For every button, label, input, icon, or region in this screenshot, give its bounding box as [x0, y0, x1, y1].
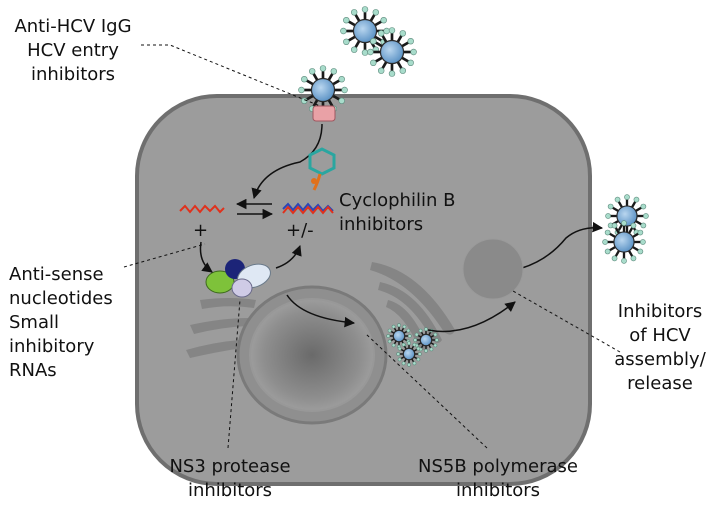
nucleus	[236, 285, 388, 425]
label-cyclophilin-inhibitors: Cyclophilin B inhibitors	[339, 190, 456, 235]
cyclophilin-b-icon	[308, 147, 336, 191]
entry-receptor	[312, 105, 336, 122]
leader-lines	[123, 44, 621, 449]
released-virion-2	[602, 220, 646, 264]
assembly-arrow	[427, 301, 516, 333]
plus-strand-mark: +	[193, 220, 209, 241]
replication-arrow	[275, 245, 302, 269]
label-antisense: Anti-sense nucleotides Small inhibitory …	[9, 264, 113, 381]
release-arrow	[521, 221, 604, 269]
label-ns3-inhibitors: NS3 protease inhibitors	[169, 456, 291, 501]
plus-minus-strand-mark: +/-	[286, 220, 314, 241]
released-virion-1	[605, 194, 649, 238]
to-er-arrow	[286, 294, 356, 328]
nascent-virion-2	[413, 327, 439, 353]
host-cell	[135, 94, 592, 486]
label-assembly-inhibitors: Inhibitors of HCV assembly/ release	[614, 301, 706, 394]
replication-complex	[205, 259, 271, 298]
leader-assembly	[512, 290, 621, 353]
label-entry-inhibitors: Anti-HCV IgG HCV entry inhibitors	[14, 16, 132, 85]
leader-ns5b	[365, 333, 488, 449]
entering-virion	[298, 65, 348, 115]
entry-arrow	[251, 123, 323, 200]
double-strand-rna	[282, 202, 334, 215]
label-ns5b-inhibitors: NS5B polymerase inhibitors	[418, 456, 578, 501]
equilibrium-arrows	[235, 198, 274, 220]
leader-antisense	[123, 243, 206, 268]
assembly-vesicle	[462, 238, 524, 300]
leader-ns3	[227, 299, 241, 449]
positive-strand-rna	[179, 204, 225, 214]
nascent-virion-3	[396, 341, 422, 367]
extracellular-virion-2	[367, 27, 417, 77]
